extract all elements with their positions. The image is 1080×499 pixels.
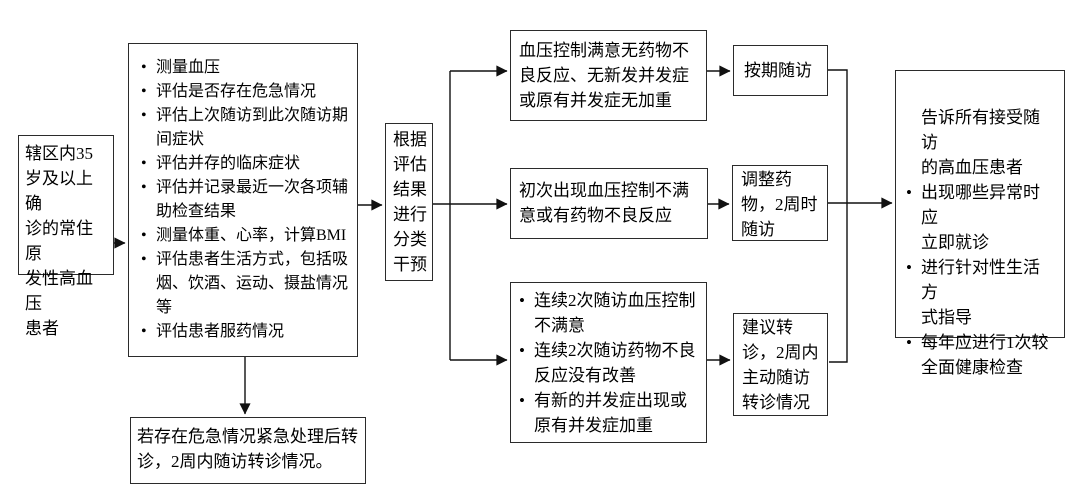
assessment-item: 评估并存的临床症状 bbox=[141, 152, 349, 176]
action-adjust-box: 调整药 物，2周时 随访 bbox=[732, 165, 828, 241]
branch-controlled-box: 血压控制满意无药物不 良反应、无新发并发症 或原有并发症无加重 bbox=[510, 30, 707, 121]
assessment-item: 测量体重、心率，计算BMI bbox=[141, 224, 349, 248]
advice-item: 进行针对性生活方 式指导 bbox=[906, 255, 1056, 330]
action-referral-text: 建议转 诊，2周内 主动随访 转诊情况 bbox=[742, 318, 819, 412]
branch-first-unsatisfactory-box: 初次出现血压控制不满 意或有药物不良反应 bbox=[510, 168, 708, 239]
branch-first-unsatisfactory-text: 初次出现血压控制不满 意或有药物不良反应 bbox=[519, 181, 689, 225]
assessment-box: 测量血压 评估是否存在危急情况 评估上次随访到此次随访期 间症状 评估并存的临床… bbox=[128, 43, 358, 357]
connector-actions-merge-loop bbox=[827, 69, 848, 363]
action-scheduled-box: 按期随访 bbox=[733, 45, 828, 96]
branch-persistent-box: 连续2次随访血压控制 不满意 连续2次随访药物不良 反应没有改善 有新的并发症出… bbox=[510, 282, 707, 443]
assessment-item: 评估患者服药情况 bbox=[141, 320, 349, 344]
advice-item: 每年应进行1次较 全面健康检查 bbox=[906, 330, 1056, 380]
emergency-text: 若存在危急情况紧急处理后转 诊，2周内随访转诊情况。 bbox=[137, 427, 358, 471]
assessment-item: 评估上次随访到此次随访期 间症状 bbox=[141, 104, 349, 152]
patients-box: 辖区内35 岁及以上确 诊的常住原 发性高血压 患者 bbox=[18, 135, 114, 338]
advice-item: 出现哪些异常时应 立即就诊 bbox=[906, 180, 1056, 255]
advice-heading: 告诉所有接受随访 的高血压患者 bbox=[921, 108, 1040, 177]
action-referral-box: 建议转 诊，2周内 主动随访 转诊情况 bbox=[733, 313, 828, 416]
persistent-item: 连续2次随访药物不良 反应没有改善 bbox=[519, 338, 700, 388]
assessment-item: 评估患者生活方式，包括吸 烟、饮酒、运动、摄盐情况 等 bbox=[141, 248, 349, 320]
emergency-box: 若存在危急情况紧急处理后转 诊，2周内随访转诊情况。 bbox=[130, 417, 366, 484]
advice-box: 告诉所有接受随访 的高血压患者 出现哪些异常时应 立即就诊 进行针对性生活方 式… bbox=[895, 70, 1065, 377]
assessment-item: 评估是否存在危急情况 bbox=[141, 80, 349, 104]
classify-box: 根据 评估 结果 进行 分类 干预 bbox=[385, 123, 433, 281]
assessment-item: 测量血压 bbox=[141, 56, 349, 80]
patients-text: 辖区内35 岁及以上确 诊的常住原 发性高血压 患者 bbox=[25, 144, 93, 338]
persistent-item: 有新的并发症出现或 原有并发症加重 bbox=[519, 388, 700, 438]
persistent-item: 连续2次随访血压控制 不满意 bbox=[519, 288, 700, 338]
classify-text: 根据 评估 结果 进行 分类 干预 bbox=[393, 130, 427, 274]
assessment-item: 评估并记录最近一次各项辅 助检查结果 bbox=[141, 176, 349, 224]
branch-controlled-text: 血压控制满意无药物不 良反应、无新发并发症 或原有并发症无加重 bbox=[519, 41, 689, 110]
action-scheduled-text: 按期随访 bbox=[744, 61, 812, 80]
action-adjust-text: 调整药 物，2周时 随访 bbox=[741, 170, 818, 239]
